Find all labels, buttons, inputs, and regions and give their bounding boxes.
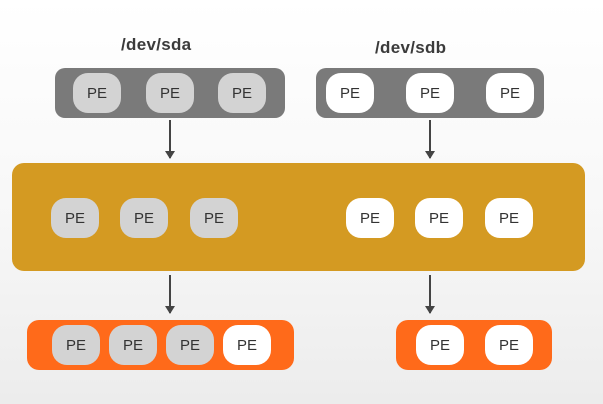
pe-vg-2: PE: [120, 198, 168, 238]
pe-vg-3: PE: [190, 198, 238, 238]
pe-vg-4: PE: [346, 198, 394, 238]
arrow-sda-to-vg: [165, 120, 175, 159]
arrow-vg-to-lv-b: [425, 275, 435, 314]
pe-lva-3: PE: [166, 325, 214, 365]
pe-vg-1: PE: [51, 198, 99, 238]
pe-vg-6: PE: [485, 198, 533, 238]
pe-sda-2: PE: [146, 73, 194, 113]
pe-sdb-1: PE: [326, 73, 374, 113]
dev-sda-label: /dev/sda: [121, 35, 192, 54]
pe-sda-1: PE: [73, 73, 121, 113]
pe-vg-5: PE: [415, 198, 463, 238]
pe-sdb-2: PE: [406, 73, 454, 113]
pe-lvb-1: PE: [416, 325, 464, 365]
pe-lva-2: PE: [109, 325, 157, 365]
pe-sdb-3: PE: [486, 73, 534, 113]
arrow-sdb-to-vg: [425, 120, 435, 159]
pe-lva-1: PE: [52, 325, 100, 365]
pe-lvb-2: PE: [485, 325, 533, 365]
dev-sdb-label: /dev/sdb: [375, 38, 447, 57]
arrow-vg-to-lv-a: [165, 275, 175, 314]
pe-lva-4: PE: [223, 325, 271, 365]
pe-sda-3: PE: [218, 73, 266, 113]
